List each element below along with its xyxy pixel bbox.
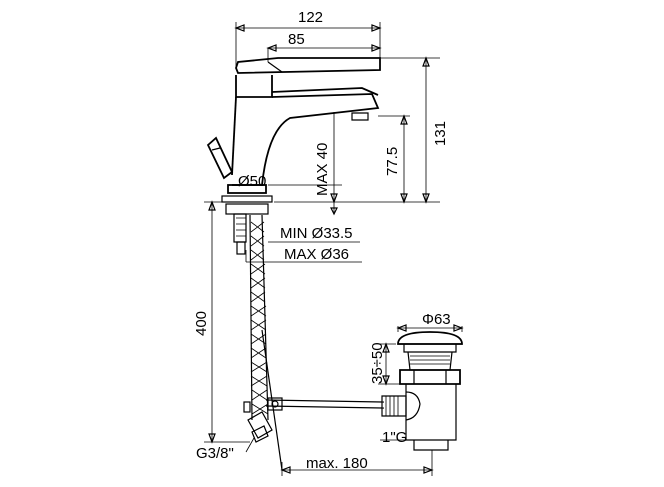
label-hole-min: MIN Ø33.5: [280, 225, 353, 242]
flex-hose: [243, 214, 273, 443]
label-rod-length: max. 180: [306, 455, 368, 472]
label-waste-thread: 1"G: [382, 429, 407, 446]
label-hose-thread: G3/8": [196, 445, 234, 462]
dimension-lines: [204, 22, 464, 476]
label-base-diameter: Ø50: [238, 173, 266, 190]
label-width-total: 122: [298, 9, 323, 26]
label-hose-length: 400: [193, 311, 210, 336]
label-height-total: 131: [432, 121, 449, 146]
label-width-handle: 85: [288, 31, 305, 48]
waste-assembly: [381, 331, 463, 451]
label-hole-max: MAX Ø36: [284, 246, 349, 263]
popup-rod: [261, 329, 385, 471]
label-deck-max: MAX 40: [314, 143, 331, 196]
label-waste-diameter: Φ63: [422, 311, 451, 328]
label-height-spout: 77.5: [384, 147, 401, 176]
faucet-body: [206, 57, 381, 255]
label-waste-range: 35÷50: [369, 342, 386, 384]
